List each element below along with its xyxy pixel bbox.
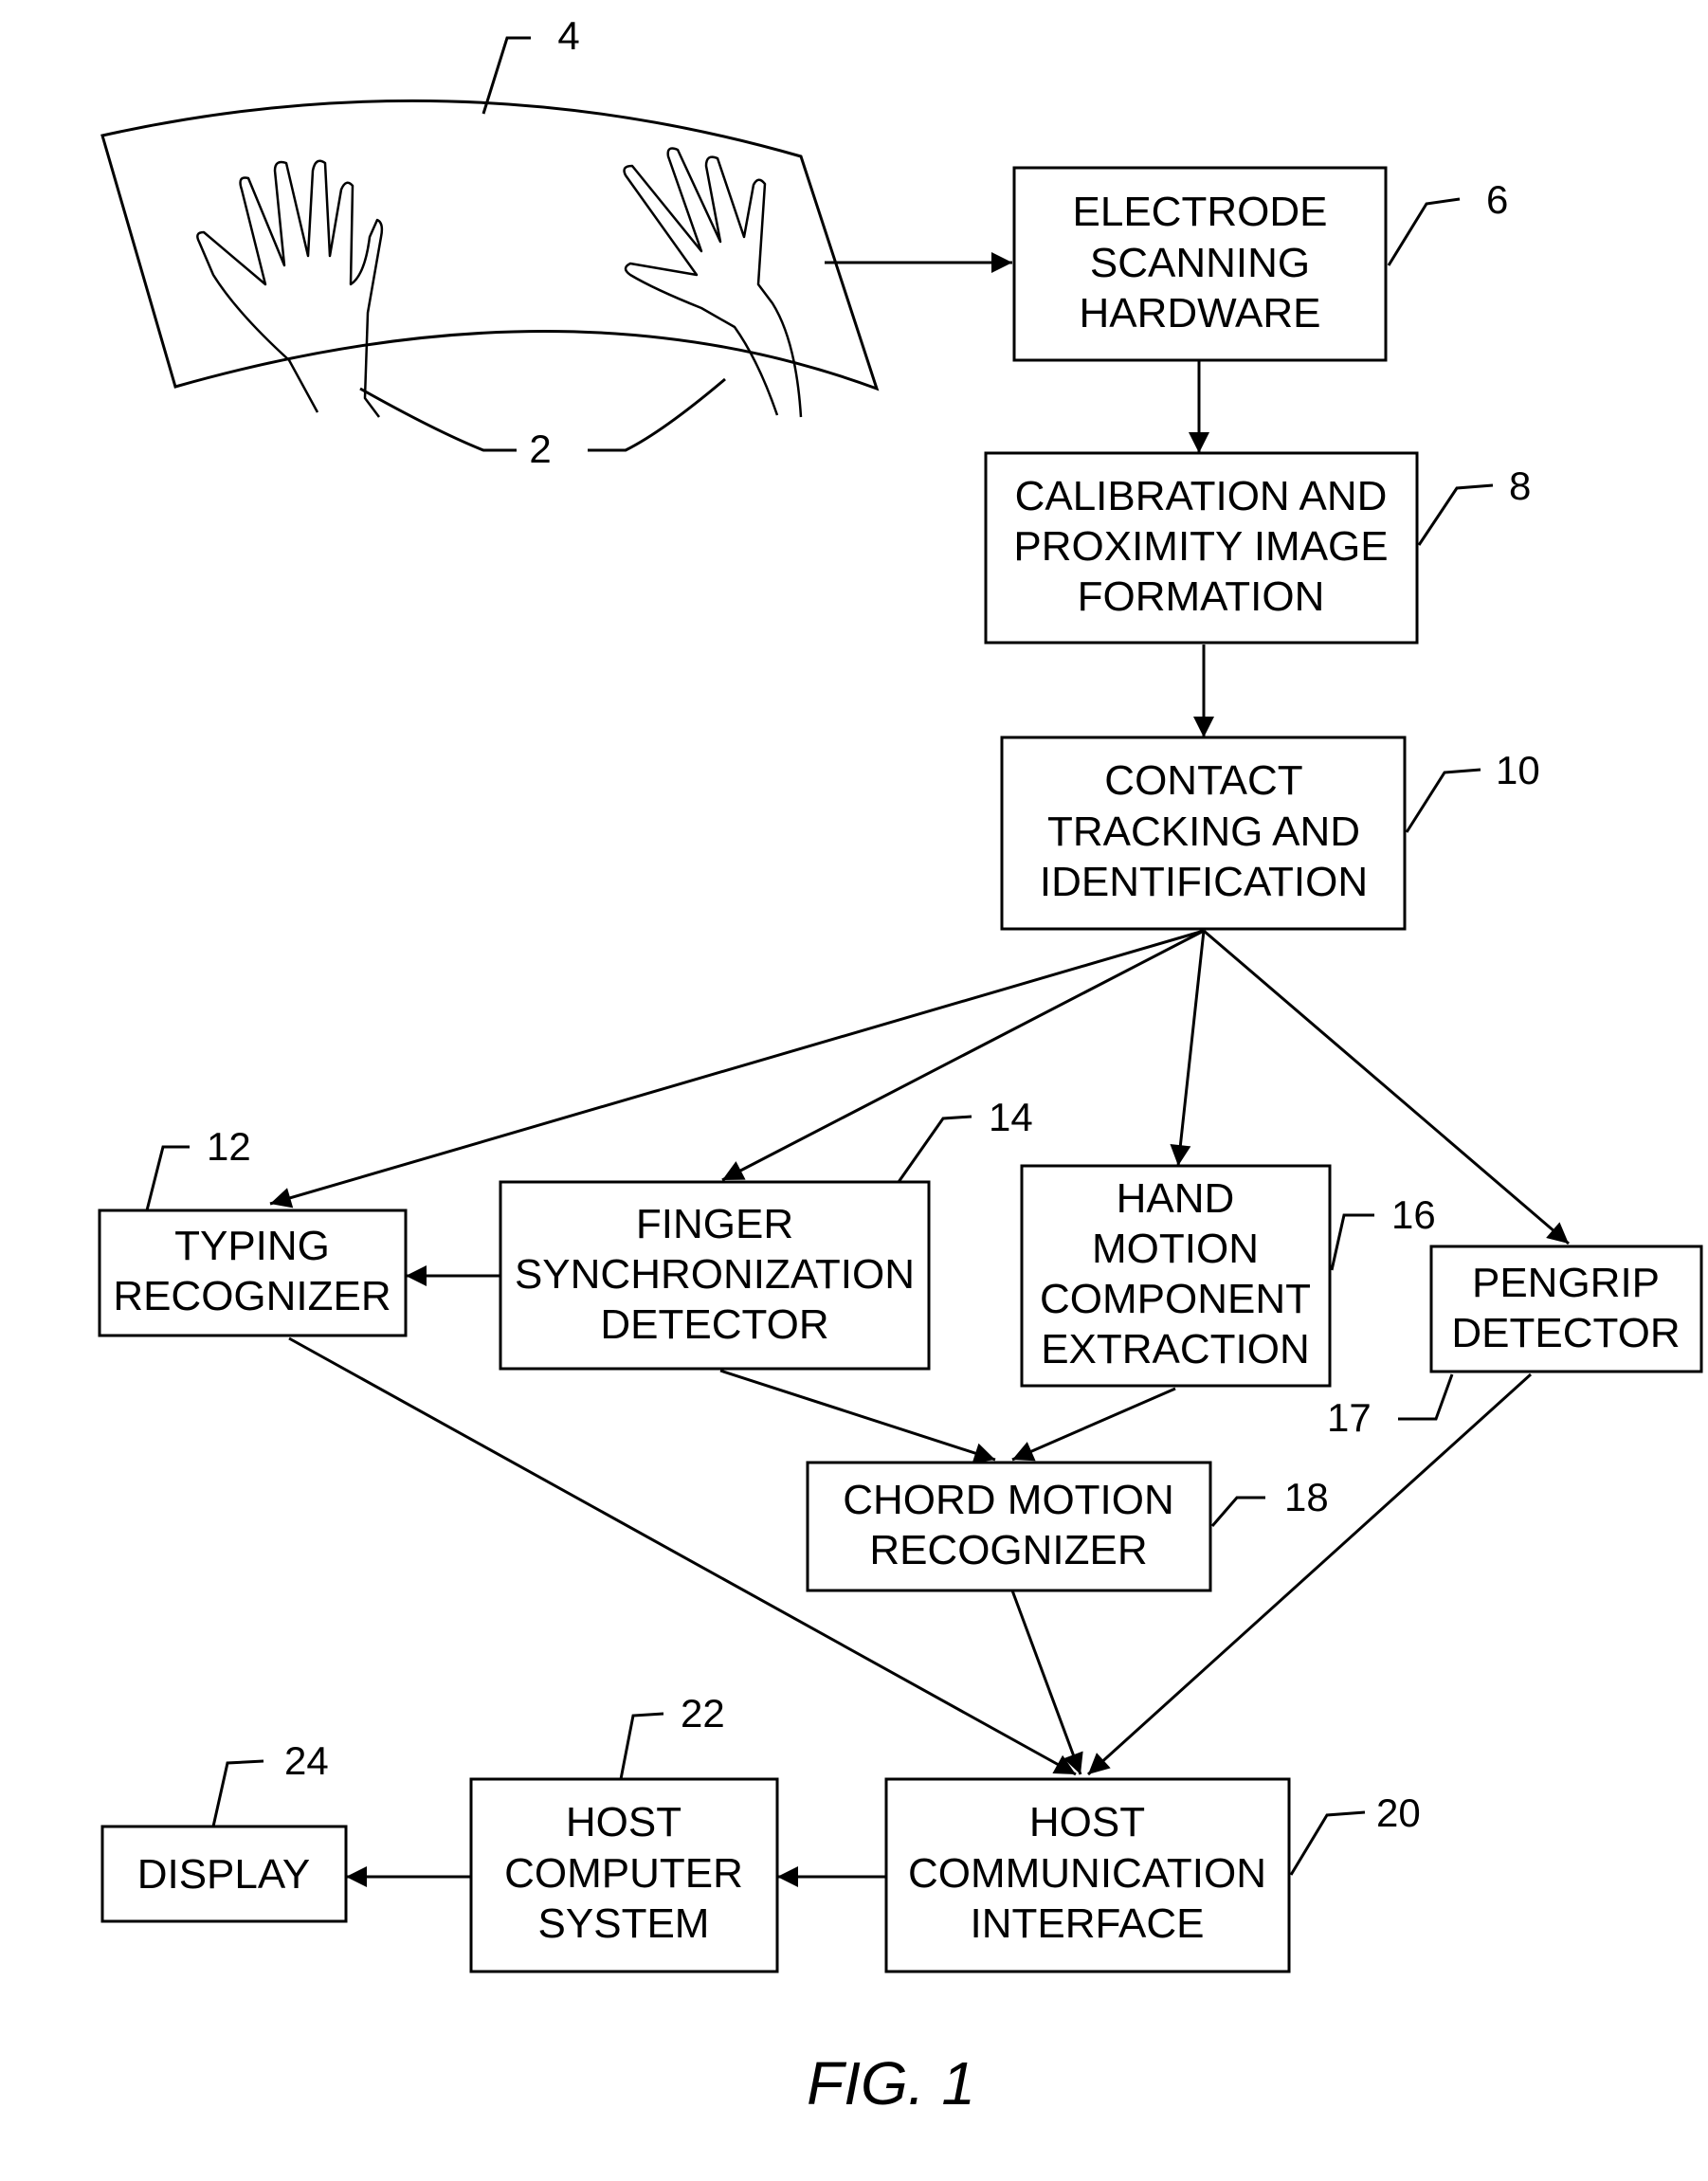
typing-recognizer-block: TYPING RECOGNIZER bbox=[100, 1210, 406, 1336]
arrow-contact-to-finger bbox=[722, 931, 1204, 1180]
host-computer-system-block: HOST COMPUTER SYSTEM bbox=[471, 1779, 777, 1972]
hand-motion-component-extraction-block: HAND MOTION COMPONENT EXTRACTION bbox=[1022, 1166, 1330, 1386]
block-label-line: HAND bbox=[1117, 1175, 1235, 1222]
right-hand-icon bbox=[625, 149, 801, 417]
arrow-contact-to-hand bbox=[1178, 931, 1204, 1166]
block-label-line: CHORD MOTION bbox=[843, 1477, 1174, 1523]
ref-8: 8 bbox=[1509, 463, 1531, 508]
leader-8 bbox=[1419, 485, 1493, 545]
block-label-line: DETECTOR bbox=[1451, 1310, 1680, 1356]
leader-6 bbox=[1389, 199, 1460, 265]
display-block: DISPLAY bbox=[102, 1827, 346, 1921]
contact-tracking-identification-block: CONTACT TRACKING AND IDENTIFICATION bbox=[1002, 737, 1405, 929]
block-label-line: HOST bbox=[1029, 1799, 1145, 1845]
block-label-line: INTERFACE bbox=[971, 1900, 1205, 1947]
block-label-line: TYPING bbox=[174, 1223, 330, 1269]
block-label-line: PENGRIP bbox=[1472, 1260, 1660, 1306]
leader-14 bbox=[899, 1117, 972, 1182]
pengrip-detector-block: PENGRIP DETECTOR bbox=[1431, 1246, 1701, 1372]
block-label-line: CALIBRATION AND bbox=[1015, 473, 1388, 519]
electrode-scanning-hardware-block: ELECTRODE SCANNING HARDWARE bbox=[1014, 168, 1386, 360]
calibration-proximity-image-block: CALIBRATION AND PROXIMITY IMAGE FORMATIO… bbox=[986, 453, 1417, 643]
arrow-finger-to-chord bbox=[720, 1371, 995, 1460]
block-label-line: HARDWARE bbox=[1079, 290, 1320, 336]
ref-6: 6 bbox=[1486, 177, 1508, 222]
block-label-line: SYSTEM bbox=[538, 1900, 710, 1947]
ref-17: 17 bbox=[1327, 1395, 1372, 1440]
leader-18 bbox=[1212, 1498, 1265, 1526]
block-label-line: COMPUTER bbox=[504, 1850, 743, 1897]
leader-2-right bbox=[588, 379, 725, 450]
figure-caption: FIG. 1 bbox=[807, 2049, 975, 2117]
finger-synchronization-detector-block: FINGER SYNCHRONIZATION DETECTOR bbox=[500, 1182, 929, 1369]
arrow-hand-to-chord bbox=[1012, 1389, 1175, 1460]
block-label-line: RECOGNIZER bbox=[113, 1273, 391, 1319]
block-label-line: HOST bbox=[566, 1799, 681, 1845]
leader-24 bbox=[213, 1761, 263, 1827]
ref-14: 14 bbox=[989, 1095, 1033, 1139]
block-label-line: CONTACT bbox=[1104, 757, 1302, 804]
host-communication-interface-block: HOST COMMUNICATION INTERFACE bbox=[886, 1779, 1289, 1972]
leader-2-left bbox=[360, 389, 517, 450]
arrow-contact-to-typing bbox=[270, 931, 1204, 1204]
arrow-chord-to-hostcomm bbox=[1012, 1590, 1081, 1774]
block-label-line: IDENTIFICATION bbox=[1040, 859, 1368, 905]
ref-18: 18 bbox=[1284, 1475, 1329, 1519]
left-hand-icon bbox=[197, 161, 382, 417]
leader-10 bbox=[1407, 770, 1481, 832]
block-label-line: MOTION bbox=[1092, 1226, 1259, 1272]
block-label-line: ELECTRODE bbox=[1073, 189, 1328, 235]
ref-22: 22 bbox=[681, 1691, 725, 1736]
block-label-line: SYNCHRONIZATION bbox=[515, 1251, 915, 1298]
block-label-line: DETECTOR bbox=[600, 1301, 828, 1348]
surface-ref: 4 bbox=[557, 13, 579, 58]
block-label-line: COMPONENT bbox=[1040, 1276, 1311, 1322]
block-label-line: DISPLAY bbox=[137, 1851, 311, 1898]
block-label-line: PROXIMITY IMAGE bbox=[1013, 523, 1388, 570]
block-label-line: FORMATION bbox=[1078, 573, 1325, 620]
leader-22 bbox=[621, 1714, 663, 1779]
ref-10: 10 bbox=[1496, 748, 1540, 792]
ref-20: 20 bbox=[1376, 1790, 1421, 1835]
leader-12 bbox=[147, 1147, 190, 1210]
block-label-line: EXTRACTION bbox=[1041, 1326, 1310, 1372]
leader-17 bbox=[1398, 1374, 1452, 1419]
block-label-line: TRACKING AND bbox=[1047, 809, 1360, 855]
block-label-line: RECOGNIZER bbox=[869, 1527, 1147, 1573]
ref-12: 12 bbox=[207, 1124, 251, 1169]
hands-ref: 2 bbox=[529, 427, 551, 471]
ref-16: 16 bbox=[1391, 1192, 1436, 1237]
chord-motion-recognizer-block: CHORD MOTION RECOGNIZER bbox=[808, 1463, 1210, 1590]
ref-24: 24 bbox=[284, 1738, 329, 1783]
leader-20 bbox=[1291, 1812, 1365, 1875]
leader-16 bbox=[1332, 1215, 1374, 1270]
block-label-line: COMMUNICATION bbox=[908, 1850, 1266, 1897]
block-label-line: FINGER bbox=[636, 1201, 793, 1247]
block-label-line: SCANNING bbox=[1090, 240, 1310, 286]
